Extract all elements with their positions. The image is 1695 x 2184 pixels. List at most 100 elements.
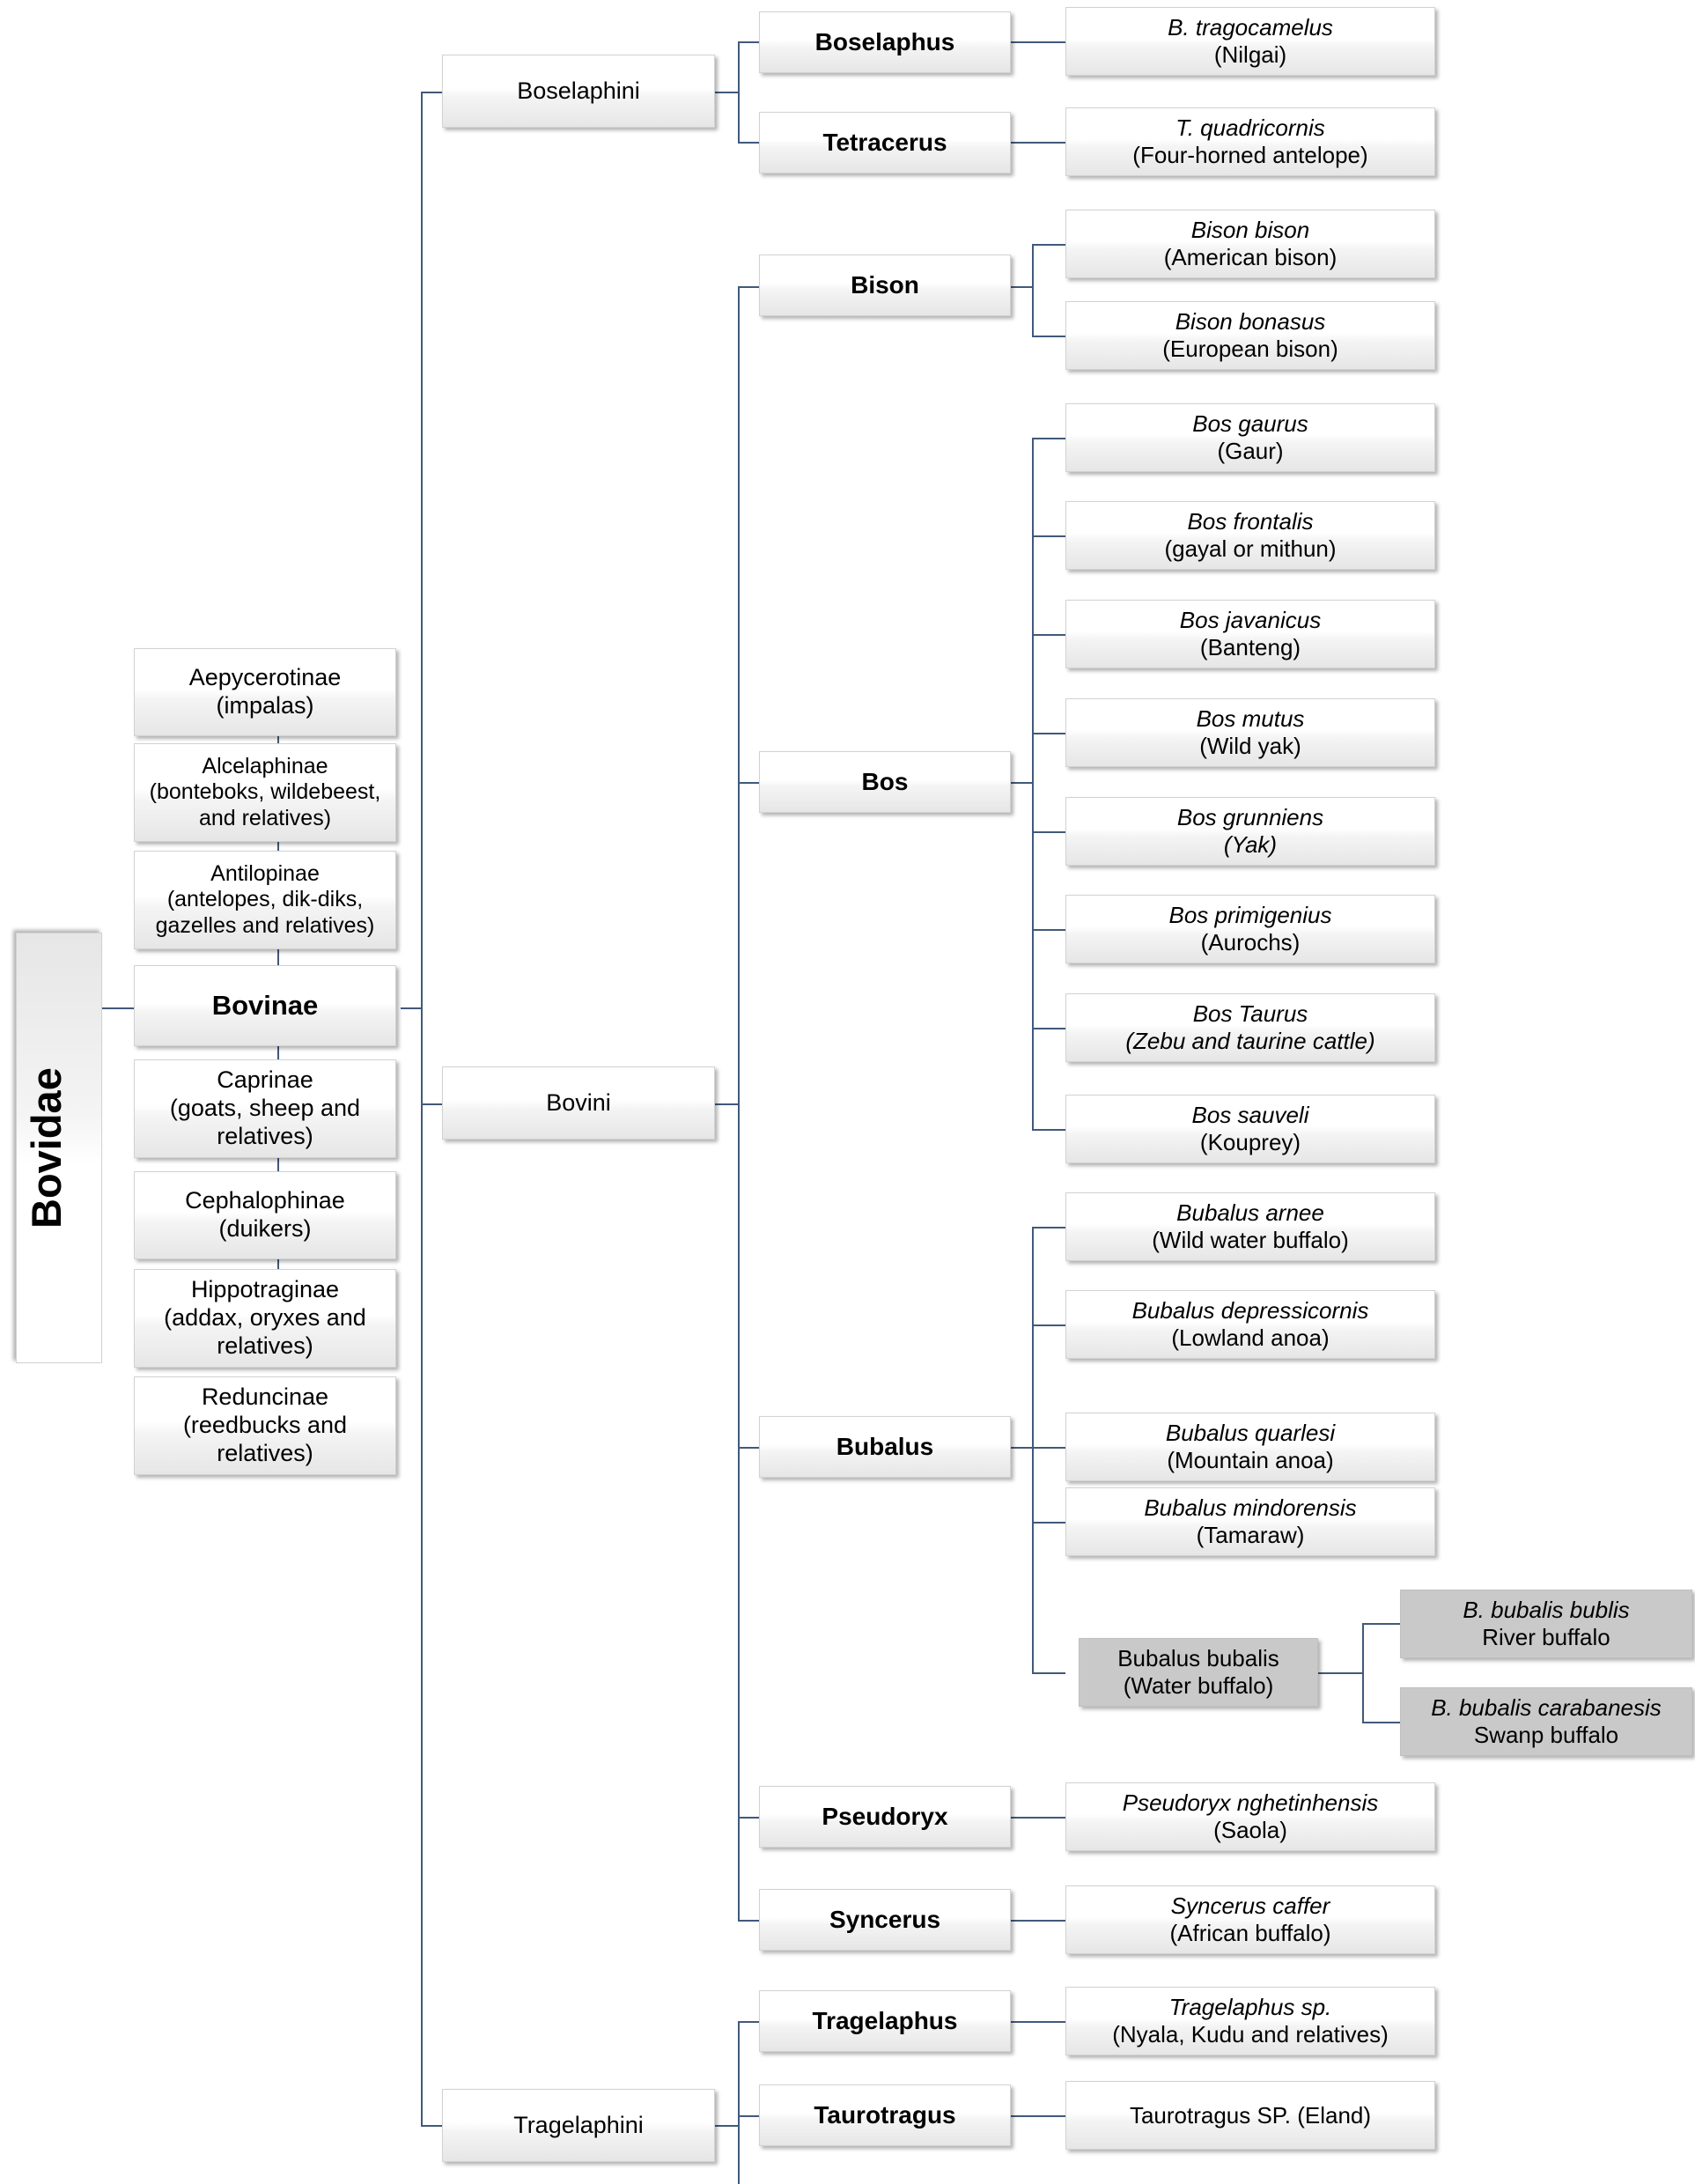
species-box-bubalus-mindorensis[interactable]: Bubalus mindorensis(Tamaraw)	[1065, 1487, 1435, 1556]
species-common-9: (Aurochs)	[1200, 929, 1301, 956]
connector-bos-sp0	[1032, 438, 1065, 439]
species-box-bubalus-depressicornis[interactable]: Bubalus depressicornis(Lowland anoa)	[1065, 1290, 1435, 1359]
subfamily-common-4: (goats, sheep and relatives)	[169, 1095, 361, 1149]
species-common-0: (Nilgai)	[1213, 41, 1287, 68]
subspecies-sci-0: B. bubalis bublis	[1463, 1597, 1630, 1624]
species-box-tragelaphus-sp[interactable]: Tragelaphus sp.(Nyala, Kudu and relative…	[1065, 1987, 1435, 2055]
connector-bovini-g-syncerus	[738, 1920, 761, 1922]
connector-syncerus-sp	[1011, 1920, 1065, 1922]
connector-bos-sp4	[1032, 831, 1065, 833]
connector-bovini-g-bubalus	[738, 1447, 761, 1449]
genus-label-4: Bubalus	[836, 1433, 934, 1461]
subfamily-box-bovinae[interactable]: Bovinae	[134, 965, 396, 1046]
tribe-box-tragelaphini[interactable]: Tragelaphini	[442, 2089, 715, 2162]
species-sci-16: Bubalus bubalis	[1117, 1645, 1279, 1672]
subfamily-name-1: Alcelaphinae	[202, 753, 328, 778]
species-box-t-quadricornis[interactable]: T. quadricornis(Four-horned antelope)	[1065, 107, 1435, 176]
genus-box-bison[interactable]: Bison	[759, 255, 1011, 316]
genus-box-tragelaphus[interactable]: Tragelaphus	[759, 1990, 1011, 2052]
species-common-6: (Banteng)	[1199, 634, 1301, 660]
genus-label-5: Pseudoryx	[822, 1803, 948, 1831]
connector-bovini-g-bison	[738, 286, 761, 288]
tribe-box-bovini[interactable]: Bovini	[442, 1066, 715, 1140]
connector-bison-sp0	[1032, 244, 1065, 246]
species-box-bison-bonasus[interactable]: Bison bonasus(European bison)	[1065, 301, 1435, 370]
species-common-17: (Saola)	[1213, 1817, 1287, 1843]
subfamily-name-2: Antilopinae	[210, 860, 320, 886]
genus-box-bubalus[interactable]: Bubalus	[759, 1416, 1011, 1478]
connector-bos-sp6	[1032, 1028, 1065, 1029]
species-common-16: (Water buffalo)	[1123, 1672, 1274, 1699]
connector-bos-stub	[1011, 782, 1034, 784]
species-box-bos-grunniens[interactable]: Bos grunniens(Yak)	[1065, 797, 1435, 866]
species-common-18: (African buffalo)	[1169, 1920, 1331, 1946]
species-box-bos-gaurus[interactable]: Bos gaurus(Gaur)	[1065, 403, 1435, 472]
species-sci-9: Bos primigenius	[1168, 902, 1332, 929]
subfamily-name-3: Bovinae	[211, 989, 319, 1021]
species-box-bos-sauveli[interactable]: Bos sauveli(Kouprey)	[1065, 1095, 1435, 1163]
species-common-5: (gayal or mithun)	[1164, 535, 1337, 562]
connector-bubalus-sp3	[1032, 1522, 1065, 1524]
species-common-19: (Nyala, Kudu and relatives)	[1112, 2021, 1389, 2048]
species-sci-13: Bubalus depressicornis	[1131, 1297, 1369, 1324]
tribe-box-boselaphini[interactable]: Boselaphini	[442, 55, 715, 128]
subfamily-box-cephalophinae[interactable]: Cephalophinae(duikers)	[134, 1171, 396, 1259]
connector-bubalus-sp4	[1032, 1672, 1065, 1674]
species-box-bubalus-bubalis[interactable]: Bubalus bubalis(Water buffalo)	[1079, 1638, 1318, 1707]
root-box-bovidae[interactable]: Bovidae	[16, 933, 102, 1363]
species-box-bubalus-quarlesi[interactable]: Bubalus quarlesi(Mountain anoa)	[1065, 1413, 1435, 1481]
species-box-bos-primigenius[interactable]: Bos primigenius(Aurochs)	[1065, 895, 1435, 963]
subfamily-box-caprinae[interactable]: Caprinae(goats, sheep and relatives)	[134, 1059, 396, 1158]
subfamily-common-5: (duikers)	[218, 1215, 312, 1242]
subfamily-name-4: Caprinae	[217, 1066, 313, 1094]
connector-bovini-g-pseudoryx	[738, 1817, 761, 1819]
genus-box-taurotragus[interactable]: Taurotragus	[759, 2084, 1011, 2146]
connector-tribe-2	[421, 2125, 443, 2127]
connector-bubalis-sub1	[1362, 1722, 1401, 1723]
genus-box-syncerus[interactable]: Syncerus	[759, 1889, 1011, 1951]
subfamily-box-antilopinae[interactable]: Antilopinae(antelopes, dik-diks, gazelle…	[134, 851, 396, 949]
species-common-11: (Kouprey)	[1199, 1129, 1301, 1155]
species-box-bos-mutus[interactable]: Bos mutus(Wild yak)	[1065, 698, 1435, 767]
species-box-taurotragus-sp[interactable]: Taurotragus SP. (Eland)	[1065, 2081, 1435, 2150]
species-box-bison-bison[interactable]: Bison bison(American bison)	[1065, 210, 1435, 278]
genus-box-boselaphus[interactable]: Boselaphus	[759, 11, 1011, 73]
species-box-b-tragocamelus[interactable]: B. tragocamelus(Nilgai)	[1065, 7, 1435, 76]
connector-bubalis-sub-spine	[1362, 1623, 1364, 1723]
subfamily-box-hippotraginae[interactable]: Hippotraginae(addax, oryxes and relative…	[134, 1269, 396, 1368]
subfamily-common-0: (impalas)	[216, 692, 314, 719]
genus-box-bos[interactable]: Bos	[759, 751, 1011, 813]
species-box-bos-taurus[interactable]: Bos Taurus(Zebu and taurine cattle)	[1065, 993, 1435, 1062]
connector-bos-sp1	[1032, 535, 1065, 537]
subspecies-common-1: Swanp buffalo	[1473, 1722, 1619, 1748]
subfamily-box-reduncinae[interactable]: Reduncinae(reedbucks and relatives)	[134, 1376, 396, 1475]
species-sci-7: Bos mutus	[1196, 705, 1305, 733]
species-sci-4: Bos gaurus	[1192, 410, 1308, 438]
connector-bovinae-stub	[401, 1007, 423, 1009]
subfamily-box-alcelaphinae[interactable]: Alcelaphinae(bonteboks, wildebeest, and …	[134, 743, 396, 842]
connector-boselaphini-genus-spine	[738, 41, 740, 143]
connector-bison-sp1	[1032, 336, 1065, 337]
species-common-4: (Gaur)	[1217, 438, 1284, 464]
connector-bubalus-sp0	[1032, 1227, 1065, 1228]
subfamily-box-aepycerotinae[interactable]: Aepycerotinae(impalas)	[134, 648, 396, 736]
species-box-bubalus-arnee[interactable]: Bubalus arnee(Wild water buffalo)	[1065, 1192, 1435, 1261]
species-box-bos-frontalis[interactable]: Bos frontalis(gayal or mithun)	[1065, 501, 1435, 570]
species-box-syncerus-caffer[interactable]: Syncerus caffer(African buffalo)	[1065, 1885, 1435, 1954]
species-box-bos-javanicus[interactable]: Bos javanicus(Banteng)	[1065, 600, 1435, 668]
genus-box-tetracerus[interactable]: Tetracerus	[759, 112, 1011, 173]
subfamily-common-7: (reedbucks and relatives)	[182, 1412, 348, 1466]
connector-tribe-1	[421, 1103, 443, 1105]
connector-bubalus-sp2	[1032, 1447, 1065, 1449]
connector-tribe-spine	[421, 92, 423, 2126]
species-sci-5: Bos frontalis	[1187, 508, 1314, 535]
genus-label-0: Boselaphus	[814, 28, 955, 56]
species-sci-6: Bos javanicus	[1179, 607, 1322, 634]
species-sci-15: Bubalus mindorensis	[1144, 1494, 1357, 1522]
species-box-pseudoryx-nghetinhensis[interactable]: Pseudoryx nghetinhensis(Saola)	[1065, 1782, 1435, 1851]
genus-box-pseudoryx[interactable]: Pseudoryx	[759, 1786, 1011, 1848]
species-sci-11: Bos sauveli	[1191, 1102, 1309, 1129]
